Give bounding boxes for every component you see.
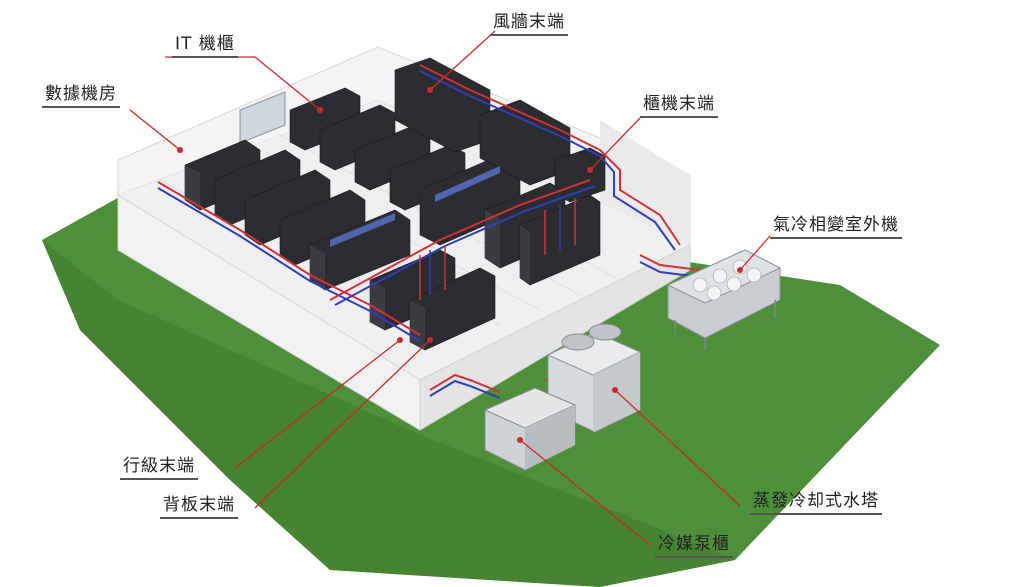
wall-screen (239, 91, 286, 144)
pump-cabinet-illustration (483, 387, 577, 471)
grass-shadow (42, 240, 735, 587)
label-evap-tower: 蒸發冷却式水塔 (750, 490, 882, 515)
label-data-room: 數據機房 (42, 83, 120, 108)
label-backplate-terminal: 背板末端 (160, 494, 238, 519)
label-it-cabinet: IT 機櫃 (172, 33, 238, 58)
room-front-wall-right (419, 244, 691, 431)
label-outdoor-unit: 氣冷相變室外機 (770, 214, 902, 239)
cooling-tower-illustration (546, 323, 642, 433)
room-right-wall (600, 120, 690, 250)
label-cabinet-terminal: 櫃機末端 (640, 93, 718, 118)
label-wall-terminal: 風牆末端 (490, 11, 568, 36)
label-refrigerant-pump: 冷媒泵櫃 (655, 533, 733, 558)
leader-dots (177, 87, 743, 443)
pipe-risers (419, 198, 576, 300)
label-row-terminal: 行級末端 (120, 455, 198, 480)
pipes (157, 64, 701, 399)
outdoor-unit-illustration (666, 249, 782, 350)
blue-panels (330, 166, 500, 247)
